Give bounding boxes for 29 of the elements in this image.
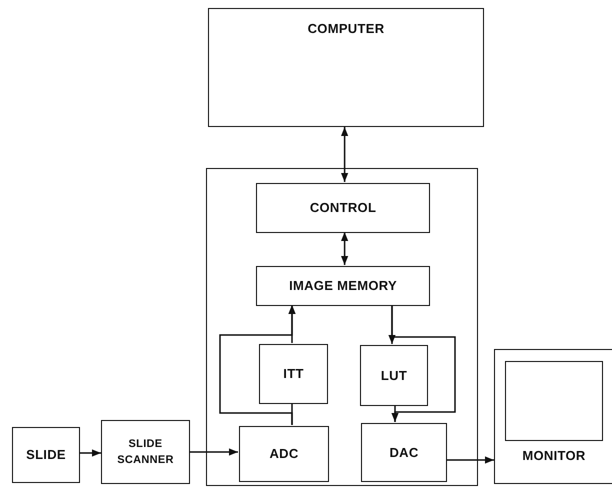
block-box: [239, 426, 329, 482]
block-label: ADC: [269, 445, 299, 464]
block-label: DAC: [389, 444, 419, 462]
block-label: ITT: [283, 365, 304, 384]
block-label: COMPUTER: [308, 20, 384, 38]
block-box: [256, 183, 430, 233]
enclosure-box: [206, 168, 478, 486]
block-box: [360, 345, 428, 406]
connector-arrow: [446, 456, 494, 464]
connector-arrow: [391, 305, 456, 422]
block-label: MONITOR: [522, 446, 586, 464]
connector-arrow: [341, 127, 348, 182]
block-label: SLIDE SCANNER: [116, 436, 175, 468]
block-box: [12, 427, 80, 483]
block-label: IMAGE MEMORY: [289, 277, 397, 296]
block-label: LUT: [380, 366, 408, 385]
block-box: [256, 266, 430, 306]
connector-arrow: [190, 448, 238, 456]
connector-arrow: [80, 449, 101, 457]
block-box: [259, 344, 328, 404]
block-box: [208, 8, 484, 127]
block-label: CONTROL: [310, 199, 376, 218]
block-box: [361, 423, 447, 482]
monitor-screen: [505, 361, 603, 441]
connector-arrow: [341, 232, 348, 265]
block-label: SLIDE: [26, 446, 66, 464]
block-box: [101, 420, 190, 484]
monitor-box: [494, 349, 612, 484]
connector-arrow: [219, 305, 296, 425]
